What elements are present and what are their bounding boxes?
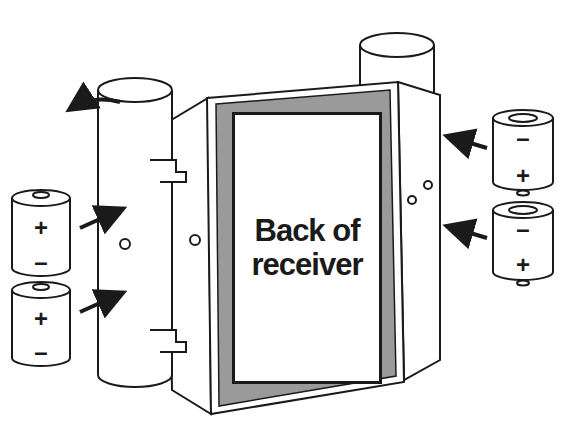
battery-top: [493, 110, 553, 126]
latch-tab: [150, 160, 186, 182]
polarity-sign: –: [508, 123, 538, 153]
receiver-frame-inner: [216, 90, 396, 406]
tube-end: [360, 33, 434, 57]
battery-recess: [509, 206, 537, 214]
rotate-arrow: [72, 100, 120, 108]
battery-terminal: [33, 192, 49, 198]
battery-top: [12, 190, 70, 206]
insert-arrow: [450, 227, 487, 238]
plate-hole: [190, 235, 200, 245]
battery: [493, 210, 553, 280]
insert-arrow: [80, 294, 120, 312]
battery: [12, 290, 70, 366]
plate-wing: [398, 82, 440, 380]
polarity-sign: +: [26, 304, 56, 334]
tube-hole: [424, 181, 432, 189]
battery-recess: [509, 114, 537, 122]
battery-terminal: [517, 191, 529, 196]
polarity-sign: +: [26, 213, 56, 243]
battery-terminal: [517, 281, 529, 286]
polarity-sign: –: [26, 337, 56, 367]
battery: [12, 198, 70, 276]
tube-hole: [120, 239, 130, 249]
polarity-sign: +: [508, 161, 538, 191]
battery: [493, 118, 553, 190]
receiver-panel: Back of receiver: [232, 112, 382, 384]
receiver-frame: [207, 82, 404, 414]
insert-arrow: [450, 137, 487, 148]
latch-tab: [150, 330, 186, 352]
polarity-sign: –: [26, 247, 56, 277]
panel-label: Back of receiver: [247, 214, 367, 282]
battery-top: [12, 282, 70, 298]
battery-terminal: [33, 284, 49, 290]
plate-hole: [408, 196, 416, 204]
plate-wing: [168, 98, 211, 414]
polarity-sign: +: [508, 250, 538, 280]
insert-arrow: [80, 210, 120, 228]
polarity-sign: –: [508, 214, 538, 244]
